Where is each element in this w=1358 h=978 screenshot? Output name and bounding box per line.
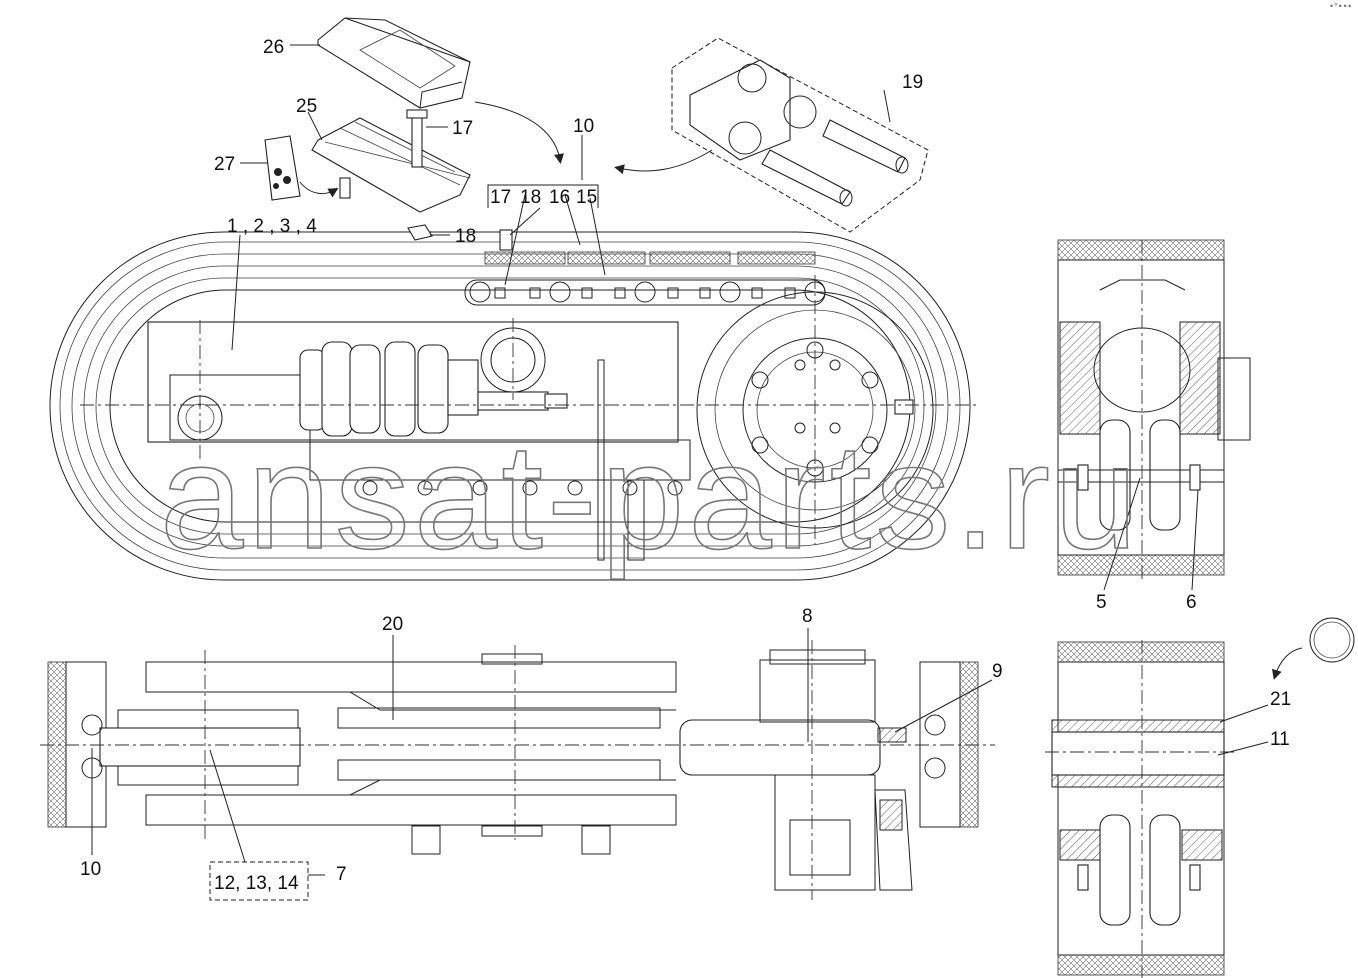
tension-spring [299,341,568,437]
track-link-detail [671,37,929,233]
callout-5: 5 [1096,592,1107,613]
leader-lines [91,44,1269,901]
track-pads [464,229,826,306]
callout-17-bolt: 17 [452,118,473,139]
callout-9: 9 [992,661,1003,682]
corner-mark: •°••• [1329,2,1352,11]
callout-10-top: 10 [573,116,594,137]
callout-15: 15 [576,187,597,208]
callout-12-13-14: 12, 13, 14 [214,873,299,894]
lower-rollers-row [309,359,691,561]
section-view-rollers [1057,239,1251,580]
callout-19: 19 [902,72,923,93]
rubber-pad-exploded [264,17,471,241]
callout-16: 16 [549,187,570,208]
callout-27: 27 [214,154,235,175]
section-view-axle [1045,640,1235,978]
callout-18-group: 18 [520,187,541,208]
callout-11: 11 [1270,729,1290,750]
track-side-view [49,229,980,581]
callout-7: 7 [336,864,347,885]
callout-21: 21 [1270,689,1291,710]
callout-8: 8 [802,606,813,627]
callout-18-nut: 18 [455,226,476,247]
callout-26: 26 [263,37,284,58]
callout-25: 25 [296,96,317,117]
callout-10-bottom: 10 [80,859,101,880]
callout-1-2-3-4: 1 , 2 , 3 , 4 [227,216,317,237]
watermark-text: ansat-parts.ru [160,412,1141,580]
track-plan-view [40,640,995,900]
callout-6: 6 [1186,592,1197,613]
callout-20: 20 [382,614,403,635]
callout-17-group: 17 [490,187,511,208]
